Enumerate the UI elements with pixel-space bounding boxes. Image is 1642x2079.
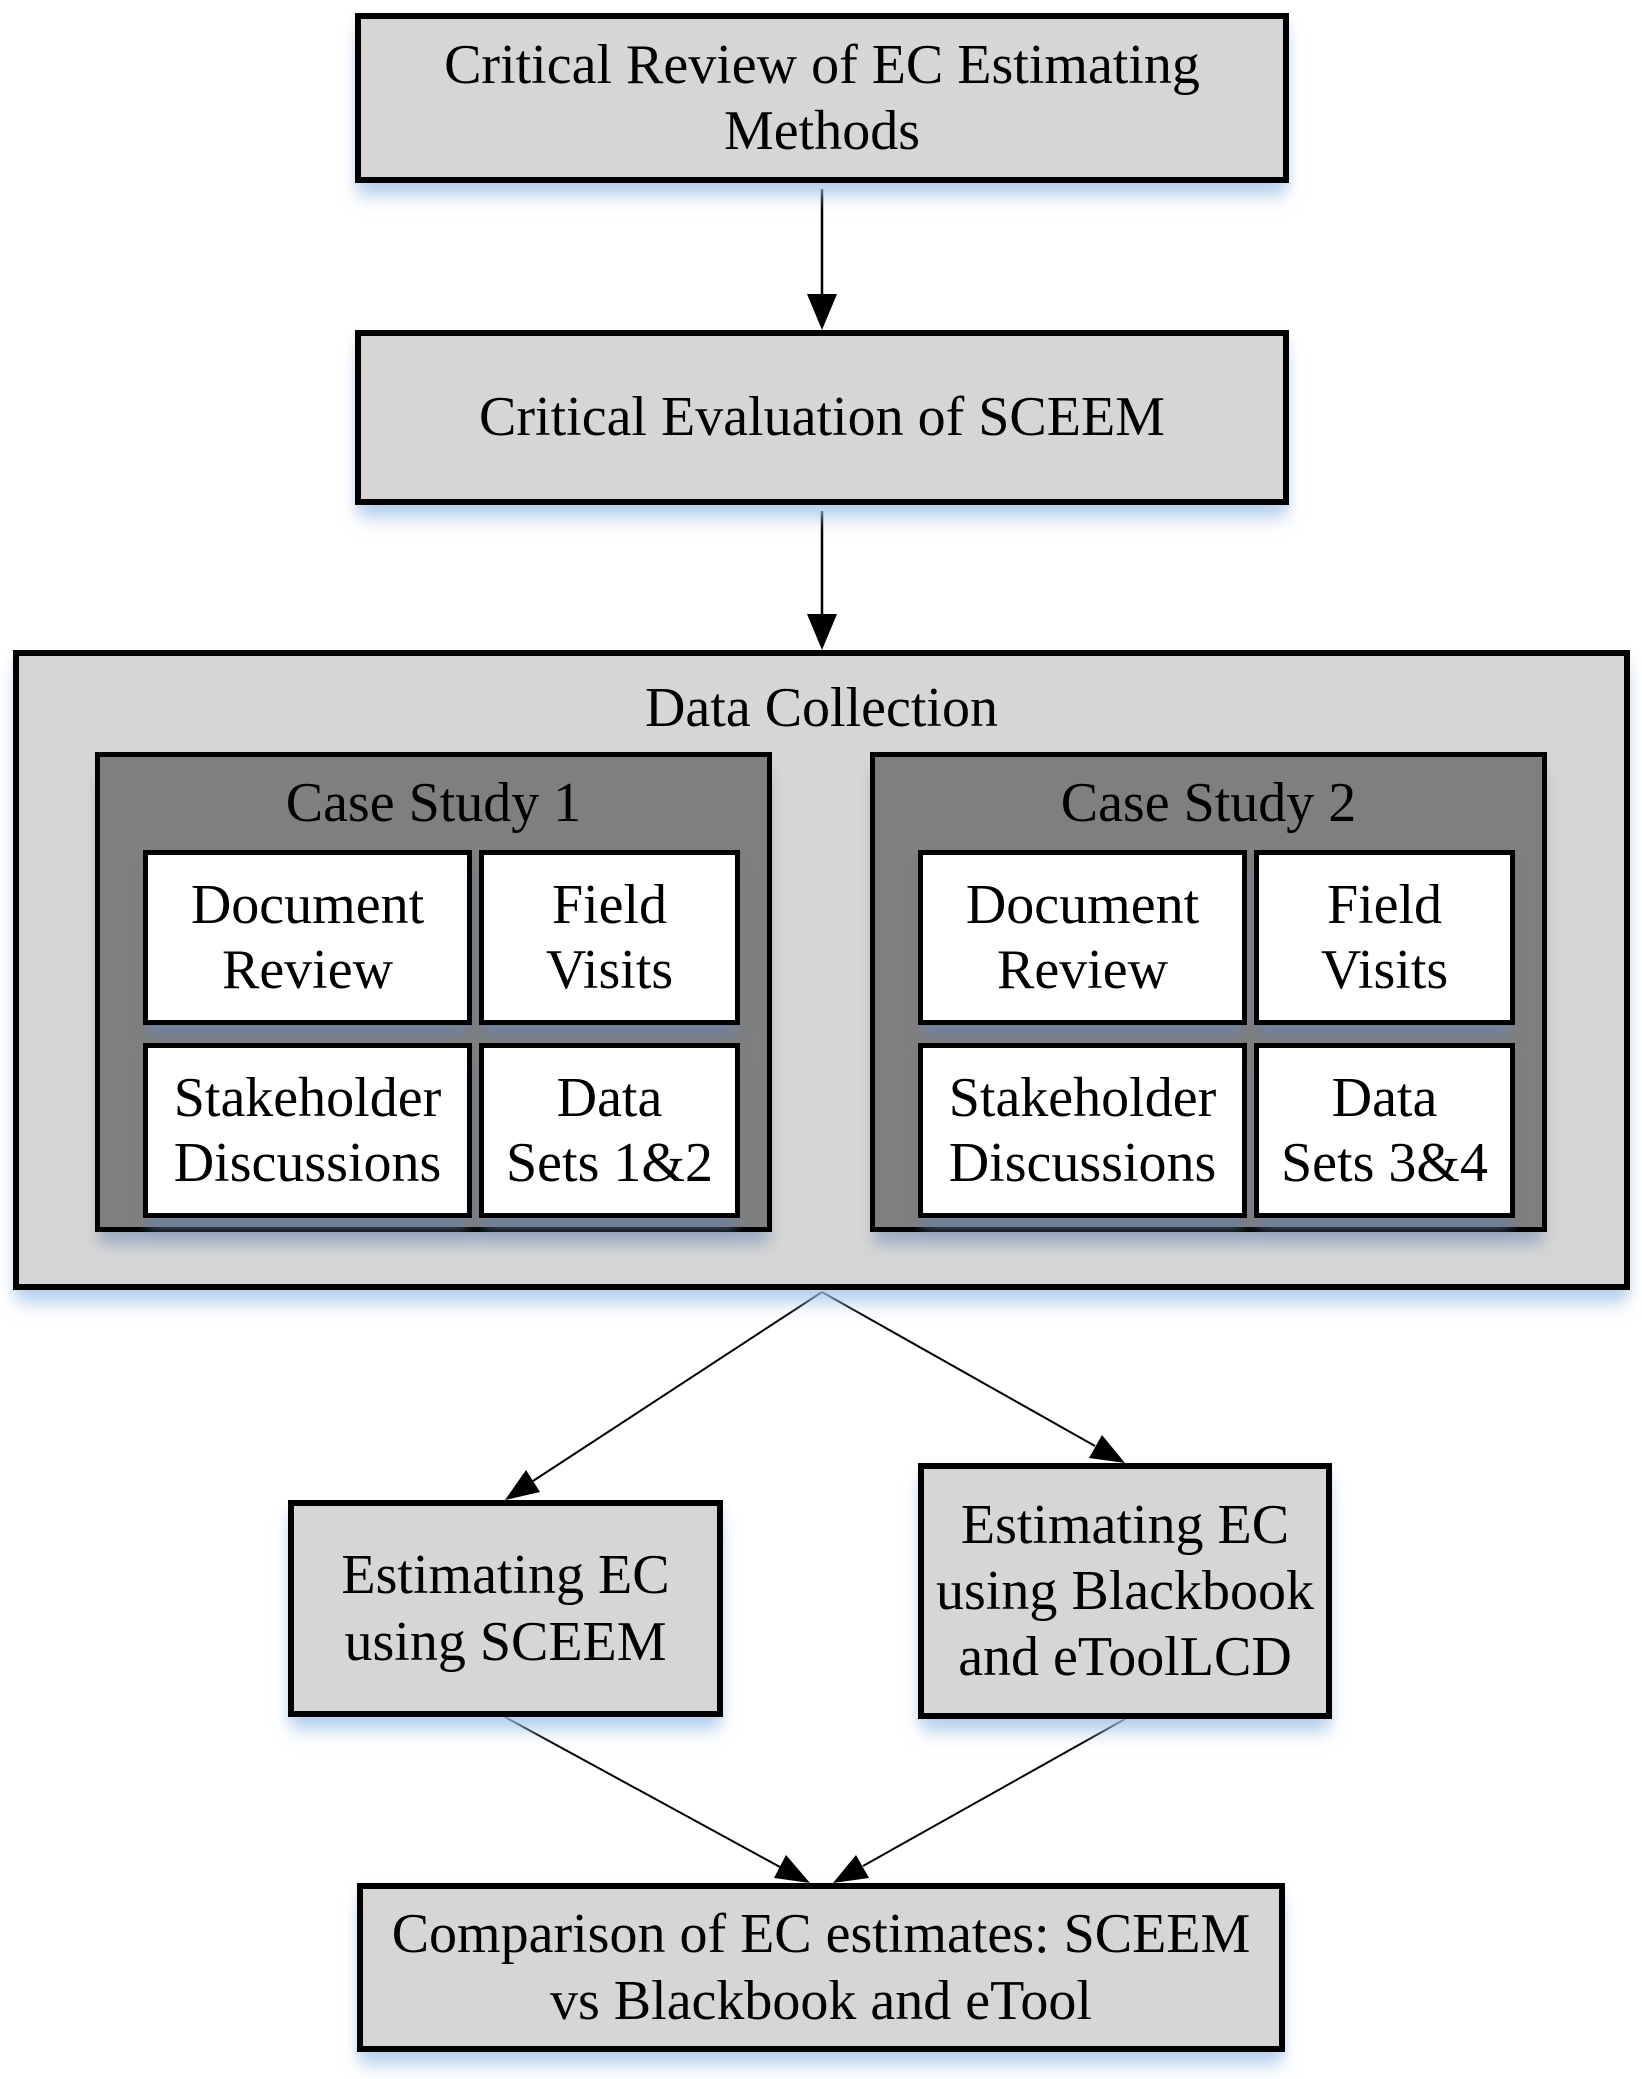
box-critical-review: Critical Review of EC Estimating Methods: [355, 13, 1289, 183]
box-critical-review-label: Critical Review of EC Estimating Methods: [444, 33, 1200, 162]
box-cs2-stakeholder-discussions: Stakeholder Discussions: [918, 1043, 1247, 1218]
data-collection-title: Data Collection: [644, 677, 998, 739]
cs2-data-sets-label: Data Sets 3&4: [1281, 1067, 1488, 1194]
case-study-2-title: Case Study 2: [1060, 772, 1357, 834]
comparison-label: Comparison of EC estimates: SCEEM vs Bla…: [391, 1903, 1251, 2032]
box-data-collection: Data Collection Case Study 1 Document Re…: [13, 650, 1630, 1290]
box-case-study-2: Case Study 2 Document Review Field Visit…: [870, 752, 1547, 1232]
estimating-blackbook-label: Estimating EC using Blackbook and eToolL…: [936, 1493, 1314, 1689]
box-cs1-field-visits: Field Visits: [479, 850, 740, 1025]
box-critical-evaluation-label: Critical Evaluation of SCEEM: [479, 386, 1165, 449]
estimating-sceem-label: Estimating EC using SCEEM: [341, 1544, 670, 1673]
box-estimating-sceem: Estimating EC using SCEEM: [288, 1500, 723, 1717]
cs1-field-visits-label: Field Visits: [545, 874, 674, 1001]
cs2-field-visits-label: Field Visits: [1320, 874, 1449, 1001]
cs2-stakeholder-discussions-label: Stakeholder Discussions: [948, 1067, 1217, 1194]
box-critical-evaluation: Critical Evaluation of SCEEM: [355, 330, 1289, 505]
box-cs2-data-sets: Data Sets 3&4: [1254, 1043, 1515, 1218]
box-case-study-1: Case Study 1 Document Review Field Visit…: [95, 752, 772, 1232]
cs1-stakeholder-discussions-label: Stakeholder Discussions: [173, 1067, 442, 1194]
box-estimating-blackbook: Estimating EC using Blackbook and eToolL…: [918, 1463, 1332, 1719]
box-cs1-document-review: Document Review: [143, 850, 472, 1025]
box-comparison: Comparison of EC estimates: SCEEM vs Bla…: [357, 1883, 1285, 2052]
box-cs1-data-sets: Data Sets 1&2: [479, 1043, 740, 1218]
cs2-document-review-label: Document Review: [965, 874, 1200, 1001]
cs1-data-sets-label: Data Sets 1&2: [506, 1067, 713, 1194]
box-cs1-stakeholder-discussions: Stakeholder Discussions: [143, 1043, 472, 1218]
cs1-document-review-label: Document Review: [190, 874, 425, 1001]
case-study-1-title: Case Study 1: [285, 772, 582, 834]
box-cs2-field-visits: Field Visits: [1254, 850, 1515, 1025]
box-cs2-document-review: Document Review: [918, 850, 1247, 1025]
